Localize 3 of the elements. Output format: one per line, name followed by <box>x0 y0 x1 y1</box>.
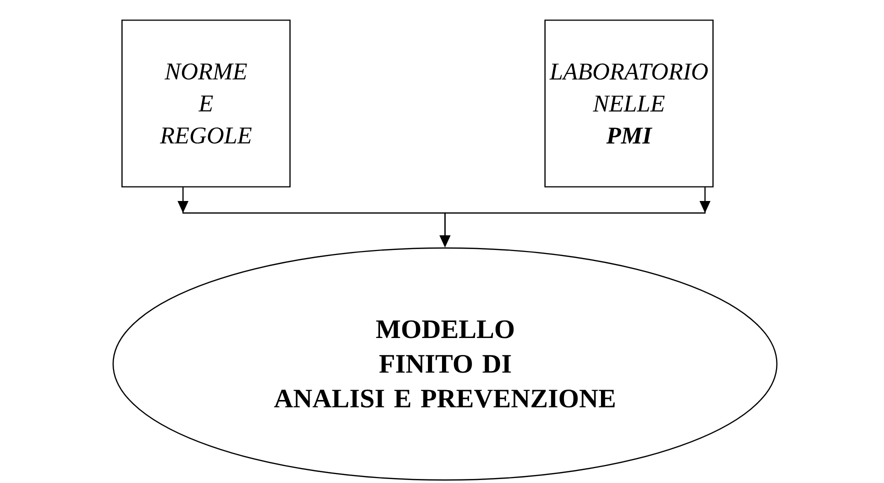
text-box: NORME E REGOLE <box>121 20 291 188</box>
text-box: LABORATORIO NELLE PMI <box>544 20 714 188</box>
ellipse-node: MODELLO FINITO DI ANALISI E PREVENZIONE <box>112 247 778 481</box>
